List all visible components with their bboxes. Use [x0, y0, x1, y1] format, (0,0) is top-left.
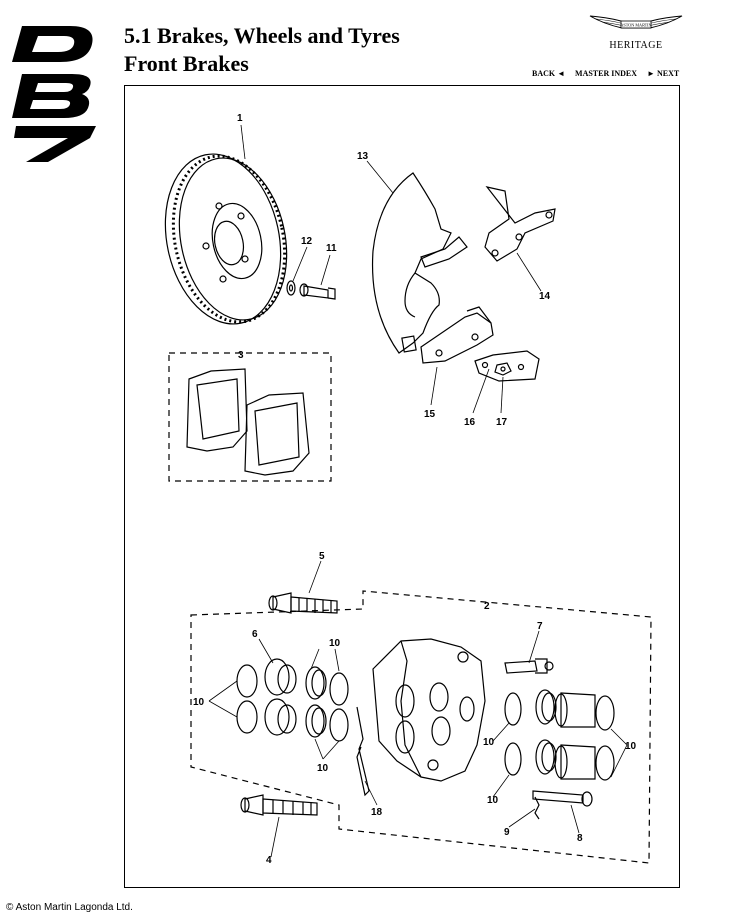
next-link[interactable]: ► NEXT: [647, 69, 680, 78]
lower-bracket-part: [420, 306, 494, 364]
callout-5: 5: [319, 551, 325, 562]
callout-labels: 1 2 3 4 5 6 7 8 9 10 10 10 10 10 10 11 1…: [193, 113, 637, 866]
callout-14: 14: [539, 291, 551, 302]
callout-7: 7: [537, 621, 543, 632]
washer-part: [286, 280, 296, 296]
callout-16: 16: [464, 417, 476, 428]
pad-pin-part: [532, 790, 593, 807]
heritage-label: HERITAGE: [609, 40, 663, 51]
caliper-bolt-upper-part: [268, 592, 338, 614]
callout-10-bottom: 10: [317, 763, 329, 774]
caliper-bolt-lower-part: [240, 794, 318, 816]
caliper-body-part: [372, 638, 486, 782]
callout-9: 9: [504, 827, 510, 838]
db7-logo: [12, 26, 96, 162]
nut-part: [494, 362, 512, 376]
leader-lines: [208, 124, 628, 858]
mounting-plate-part: [474, 350, 540, 382]
callout-3: 3: [238, 350, 244, 361]
upper-bracket-part: [484, 186, 556, 262]
title-line-section: 5.1 Brakes, Wheels and Tyres: [124, 23, 400, 48]
callout-10-far-right: 10: [625, 741, 637, 752]
aston-martin-brand: ASTON MARTIN HERITAGE: [586, 12, 686, 51]
callout-6: 6: [252, 629, 258, 640]
retaining-spring-part: [356, 706, 370, 797]
callout-8: 8: [577, 833, 583, 844]
back-link[interactable]: BACK ◄: [532, 69, 566, 78]
caliper-assembly-boundary: [190, 590, 652, 864]
copyright-notice: © Aston Martin Lagonda Ltd.: [6, 902, 133, 913]
diagram-frame: 1 2 3 4 5 6 7 8 9 10 10 10 10 10 10 11 1…: [124, 85, 680, 888]
exploded-view-diagram: 1 2 3 4 5 6 7 8 9 10 10 10 10 10 10 11 1…: [164, 113, 652, 866]
callout-10-left: 10: [193, 697, 205, 708]
callout-2: 2: [484, 601, 490, 612]
page-title: 5.1 Brakes, Wheels and Tyres Front Brake…: [124, 22, 400, 78]
bolt-part: [299, 283, 336, 300]
master-index-link[interactable]: MASTER INDEX: [575, 69, 638, 78]
aston-martin-wings-icon: ASTON MARTIN: [589, 15, 683, 29]
callout-1: 1: [237, 113, 243, 124]
title-line-subsection: Front Brakes: [124, 51, 249, 76]
brake-pads-part: [168, 352, 332, 482]
badge-text: ASTON MARTIN: [620, 23, 651, 28]
bleed-screw-part: [504, 658, 554, 674]
pin-clip-part: [534, 796, 540, 820]
splash-shield-part: [371, 172, 468, 354]
callout-10-right-upper: 10: [483, 737, 495, 748]
pistons-left-part: [236, 658, 349, 742]
callout-10-top: 10: [329, 638, 341, 649]
page-navigation: BACK ◄ MASTER INDEX ► NEXT: [532, 69, 687, 78]
callout-11: 11: [326, 243, 337, 254]
callout-18: 18: [371, 807, 383, 818]
callout-4: 4: [266, 855, 272, 866]
callout-15: 15: [424, 409, 436, 420]
callout-10-right-lower: 10: [487, 795, 499, 806]
brake-disc-part: [164, 153, 288, 325]
callout-13: 13: [357, 151, 369, 162]
pistons-right-part: [504, 689, 615, 781]
callout-12: 12: [301, 236, 313, 247]
callout-17: 17: [496, 417, 508, 428]
